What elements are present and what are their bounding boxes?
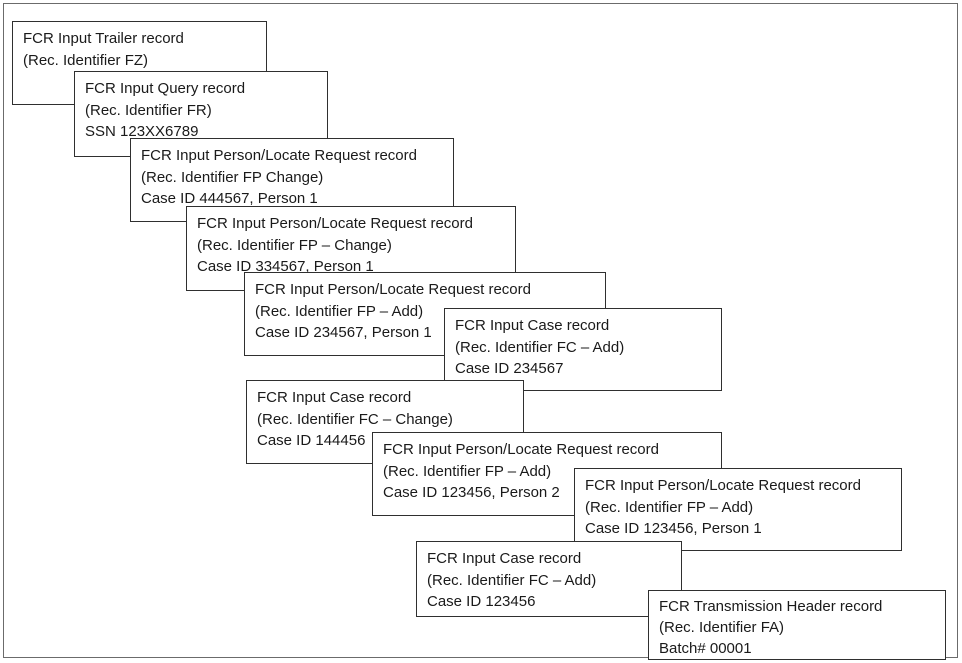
- record-title: FCR Input Person/Locate Request record: [383, 441, 659, 458]
- record-title: FCR Input Case record: [257, 389, 412, 406]
- record-identifier: (Rec. Identifier FP Change): [141, 168, 324, 186]
- record-detail: Case ID 234567: [455, 360, 564, 377]
- record-identifier: (Rec. Identifier FC – Add): [455, 338, 625, 356]
- record-identifier: (Rec. Identifier FA): [659, 619, 785, 636]
- case-record-box: FCR Input Case record (Rec. Identifier F…: [444, 308, 722, 391]
- record-detail: Case ID 334567, Person 1: [197, 258, 374, 275]
- record-identifier: (Rec. Identifier FC – Change): [257, 410, 453, 428]
- record-detail: Case ID 123456, Person 1: [585, 520, 762, 537]
- transmission-header-record-box: FCR Transmission Header record (Rec. Ide…: [648, 590, 946, 660]
- record-identifier: (Rec. Identifier FP – Add): [255, 302, 424, 320]
- record-title: FCR Input Person/Locate Request record: [197, 215, 473, 232]
- record-title: FCR Input Person/Locate Request record: [141, 147, 417, 164]
- record-detail: Case ID 123456, Person 2: [383, 484, 560, 501]
- record-title: FCR Input Case record: [455, 317, 610, 334]
- record-title: FCR Input Person/Locate Request record: [585, 477, 861, 494]
- record-identifier: (Rec. Identifier FP – Add): [585, 498, 754, 516]
- record-identifier: (Rec. Identifier FR): [85, 101, 212, 119]
- record-identifier: (Rec. Identifier FC – Add): [427, 571, 597, 589]
- record-detail: Case ID 444567, Person 1: [141, 190, 318, 207]
- record-identifier: (Rec. Identifier FZ): [23, 51, 149, 69]
- record-detail: Case ID 123456: [427, 593, 536, 610]
- person-locate-record-box: FCR Input Person/Locate Request record (…: [574, 468, 902, 551]
- record-identifier: (Rec. Identifier FP – Change): [197, 236, 392, 254]
- record-title: FCR Input Case record: [427, 550, 582, 567]
- record-title: FCR Input Person/Locate Request record: [255, 281, 531, 298]
- record-detail: Case ID 144456: [257, 432, 366, 449]
- record-detail: Batch# 00001: [659, 640, 752, 657]
- record-detail: SSN 123XX6789: [85, 123, 199, 140]
- record-title: FCR Input Query record: [85, 80, 246, 97]
- case-record-box: FCR Input Case record (Rec. Identifier F…: [416, 541, 682, 617]
- record-identifier: (Rec. Identifier FP – Add): [383, 462, 552, 480]
- record-title: FCR Input Trailer record: [23, 30, 184, 47]
- record-title: FCR Transmission Header record: [659, 598, 883, 615]
- record-detail: Case ID 234567, Person 1: [255, 324, 432, 341]
